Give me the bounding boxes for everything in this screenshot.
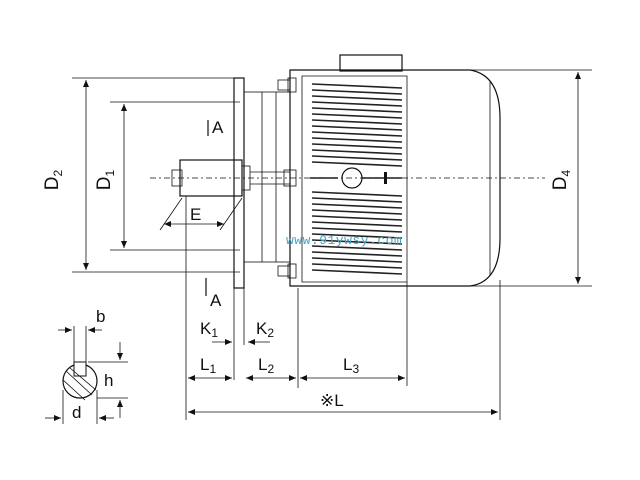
e-dimension [159, 197, 243, 231]
cooling-fin [311, 263, 403, 269]
cooling-fin [311, 101, 403, 107]
cooling-fin [311, 155, 403, 161]
cooling-fin [311, 257, 403, 263]
cooling-fin [311, 221, 403, 227]
diameter-dimensions [72, 69, 592, 287]
cooling-fin [311, 89, 403, 95]
label-l2: L2 [258, 355, 274, 376]
section-marks [205, 120, 209, 296]
label-k2: K2 [256, 319, 274, 340]
cooling-fin [311, 209, 403, 215]
cooling-fin [311, 107, 403, 113]
cooling-fin [311, 95, 403, 101]
cooling-fin [311, 245, 403, 251]
cooling-fin [311, 203, 403, 209]
cooling-fin [311, 119, 403, 125]
cooling-fin [311, 83, 403, 89]
motor-body [289, 54, 501, 287]
cooling-fin [311, 251, 403, 257]
cooling-fin [311, 215, 403, 221]
label-d2: D2 [42, 169, 65, 190]
cooling-fin [311, 239, 403, 245]
cooling-fin [311, 191, 403, 197]
label-l3: L3 [343, 355, 359, 376]
label-b: b [96, 307, 105, 326]
cooling-fin [311, 161, 403, 167]
label-a-bottom: A [210, 291, 222, 310]
cooling-fin [311, 197, 403, 203]
cooling-fin [311, 113, 403, 119]
cooling-fins [311, 83, 403, 275]
label-e: E [190, 205, 201, 224]
label-l-total: ※L [320, 391, 344, 410]
length-dimensions [185, 196, 501, 420]
shaft-section-detail [45, 326, 128, 424]
label-h: h [104, 371, 113, 390]
label-a-top: A [212, 118, 224, 137]
cooling-fin [311, 233, 403, 239]
cooling-fin [311, 125, 403, 131]
watermark: www.91ywsy.com [286, 233, 402, 248]
cooling-fin [311, 149, 403, 155]
cooling-fin [311, 227, 403, 233]
cooling-fin [311, 143, 403, 149]
mounting-flange [233, 77, 297, 289]
label-d1: D1 [94, 169, 117, 190]
cooling-fin [311, 131, 403, 137]
label-d4: D4 [550, 169, 573, 190]
label-k1: K1 [200, 319, 218, 340]
label-d: d [72, 403, 81, 422]
cooling-fin [311, 269, 403, 275]
cooling-fin [311, 137, 403, 143]
label-l1: L1 [200, 355, 216, 376]
